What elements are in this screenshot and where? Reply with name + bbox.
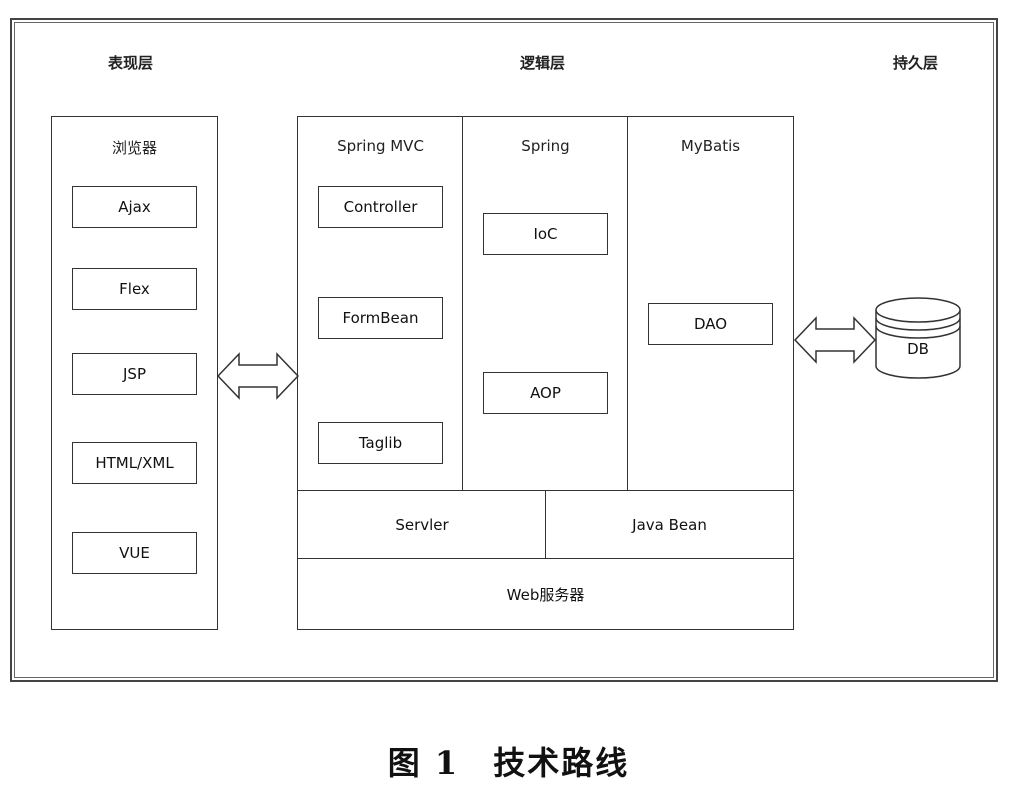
browser-item-flex: Flex <box>72 268 197 310</box>
db-label: DB <box>907 340 929 358</box>
layer-label-logic: 逻辑层 <box>520 54 566 72</box>
double-arrow-icon-logic-db <box>793 316 877 364</box>
layer-label-persistence: 持久层 <box>893 54 939 72</box>
mybatis-item-dao: DAO <box>648 303 773 345</box>
browser-item-jsp: JSP <box>72 353 197 395</box>
web-server-cell: Web服务器 <box>297 558 794 630</box>
figure-caption: 图 1 技术路线 <box>387 744 630 782</box>
diagram-frame-inner <box>14 22 994 678</box>
mybatis-title: MyBatis <box>680 137 741 155</box>
database-cylinder-icon <box>875 297 961 379</box>
spring-mvc-title: Spring MVC <box>337 137 424 155</box>
spring-title: Spring <box>521 137 570 155</box>
servlet-cell: Servler <box>297 490 547 560</box>
spring-item-aop: AOP <box>483 372 608 414</box>
browser-item-ajax: Ajax <box>72 186 197 228</box>
browser-title: 浏览器 <box>111 139 157 157</box>
spring-mvc-item-formbean: FormBean <box>318 297 443 339</box>
browser-item-vue: VUE <box>72 532 197 574</box>
double-arrow-icon-browser-logic <box>216 352 300 400</box>
java-bean-cell: Java Bean <box>545 490 794 560</box>
diagram-frame <box>10 18 998 682</box>
browser-item-html-xml: HTML/XML <box>72 442 197 484</box>
spring-panel: Spring <box>462 116 629 492</box>
spring-mvc-item-controller: Controller <box>318 186 443 228</box>
layer-label-presentation: 表现层 <box>108 54 154 72</box>
spring-item-ioc: IoC <box>483 213 608 255</box>
spring-mvc-item-taglib: Taglib <box>318 422 443 464</box>
